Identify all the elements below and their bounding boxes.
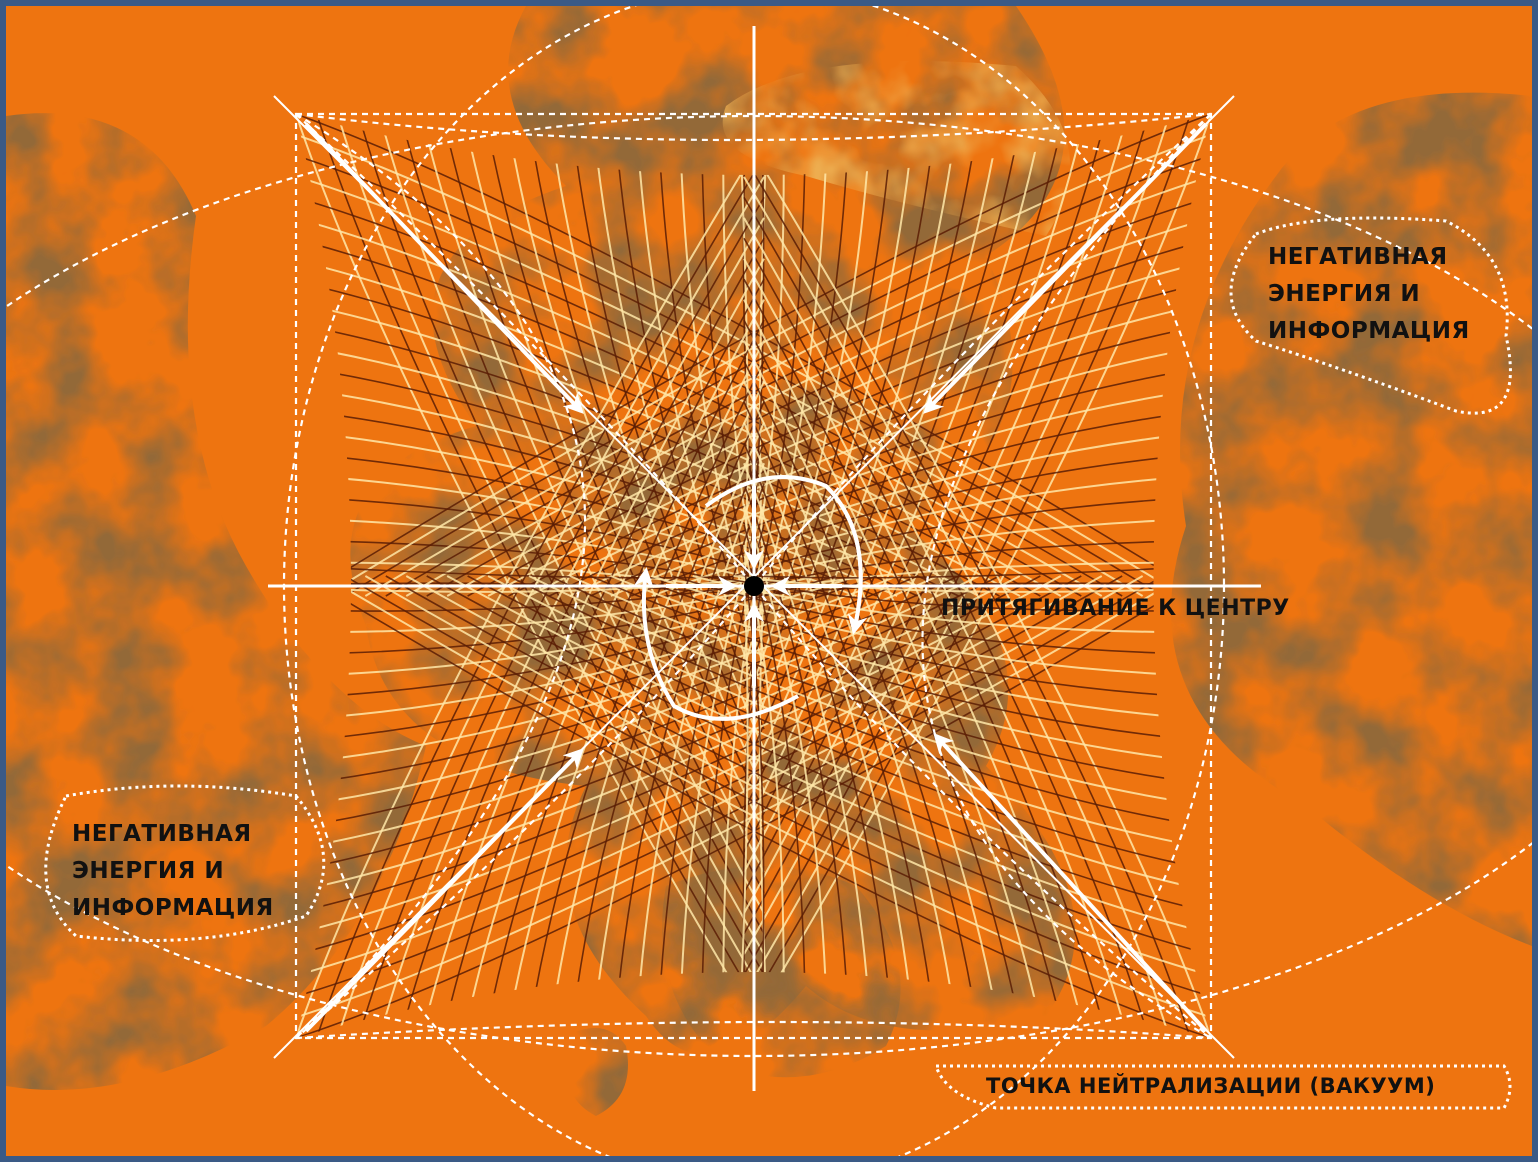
label-line: НЕГАТИВНАЯ xyxy=(1268,239,1528,276)
neutralization-point-label: ТОЧКА НЕЙТРАЛИЗАЦИИ (ВАКУУМ) xyxy=(986,1074,1435,1098)
label-line: ИНФОРМАЦИЯ xyxy=(72,890,332,927)
label-line: ЭНЕРГИЯ И xyxy=(72,853,332,890)
attraction-to-center-label: ПРИТЯГИВАНИЕ К ЦЕНТРУ xyxy=(941,596,1290,621)
vortex-diagram xyxy=(6,6,1532,1156)
negative-energy-label-top-right: НЕГАТИВНАЯ ЭНЕРГИЯ И ИНФОРМАЦИЯ xyxy=(1268,239,1528,350)
black-dot-icon xyxy=(744,576,764,596)
label-line: ИНФОРМАЦИЯ xyxy=(1268,313,1528,350)
diagram-frame: НЕГАТИВНАЯ ЭНЕРГИЯ И ИНФОРМАЦИЯ НЕГАТИВН… xyxy=(6,6,1532,1156)
label-line: ЭНЕРГИЯ И xyxy=(1268,276,1528,313)
negative-energy-label-bottom-left: НЕГАТИВНАЯ ЭНЕРГИЯ И ИНФОРМАЦИЯ xyxy=(72,816,332,927)
label-line: НЕГАТИВНАЯ xyxy=(72,816,332,853)
